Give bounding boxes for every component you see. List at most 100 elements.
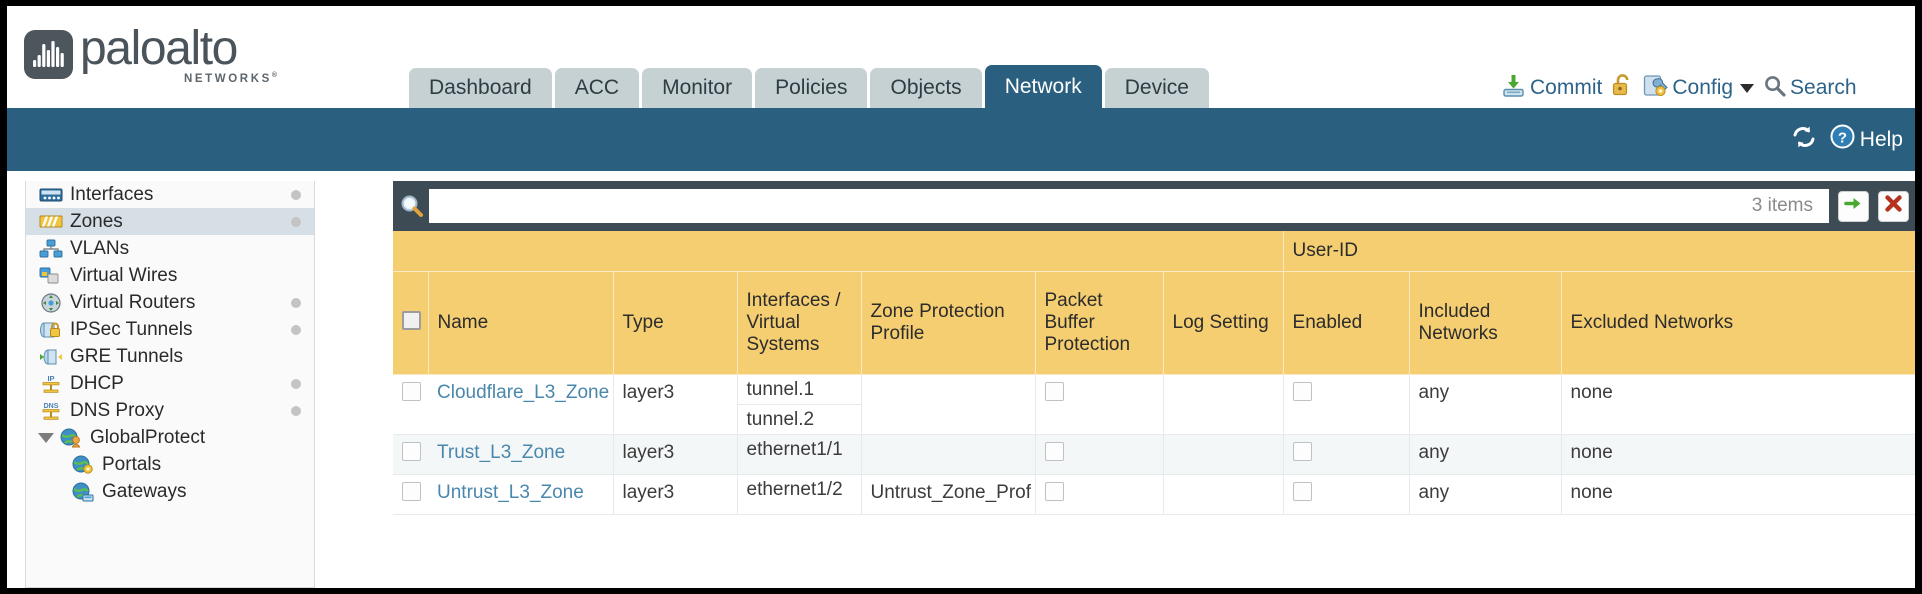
cell-log-setting [1163, 434, 1284, 475]
sidebar-item-label: Interfaces [70, 183, 154, 205]
help-label: Help [1859, 127, 1903, 151]
zones-icon [38, 211, 64, 233]
interface-list: tunnel.1 tunnel.2 [737, 375, 861, 434]
zone-name-link[interactable]: Trust_L3_Zone [437, 442, 566, 463]
commit-label: Commit [1530, 76, 1603, 99]
app-window: paloalto NETWORKS® Dashboard ACC Monitor… [7, 6, 1915, 588]
column-header-packet-buffer-protection[interactable]: Packet Buffer Protection [1035, 271, 1164, 375]
cell-userid-enabled [1283, 374, 1410, 435]
column-header-zone-protection-profile[interactable]: Zone Protection Profile [861, 271, 1036, 375]
brand-logo: paloalto NETWORKS® [24, 23, 277, 86]
tab-objects[interactable]: Objects [870, 68, 982, 108]
table-row[interactable]: Untrust_L3_Zone layer3 ethernet1/2 Untru… [393, 474, 1915, 515]
cell-packet-buffer-protection [1035, 474, 1164, 515]
packet-buffer-protection-checkbox[interactable] [1044, 482, 1064, 501]
green-arrow-icon [1843, 193, 1864, 219]
apply-filter-button[interactable] [1838, 190, 1869, 222]
sidebar-item-globalprotect[interactable]: GlobalProtect [26, 424, 314, 451]
top-actions: Commit [1501, 68, 1857, 108]
userid-enabled-checkbox[interactable] [1292, 482, 1312, 501]
status-dot [291, 189, 301, 200]
status-dot [291, 297, 301, 308]
sidebar-item-dns-proxy[interactable]: DNS DNS Proxy [26, 397, 314, 424]
cell-interfaces: ethernet1/2 [737, 474, 862, 515]
column-header-log-setting[interactable]: Log Setting [1163, 271, 1284, 375]
sidebar-item-label: Portals [102, 453, 162, 475]
lock-button[interactable] [1611, 73, 1634, 104]
sidebar-item-zones[interactable]: Zones [26, 208, 314, 235]
column-header-interfaces[interactable]: Interfaces / Virtual Systems [737, 271, 862, 375]
config-button[interactable]: Config [1643, 73, 1755, 104]
toolbar-right: ? Help [1791, 124, 1903, 155]
cell-zone-protection-profile: Untrust_Zone_Prof [861, 474, 1036, 515]
search-input[interactable]: 3 items [429, 189, 1829, 223]
virtual-routers-icon [38, 292, 64, 314]
top-bar: paloalto NETWORKS® Dashboard ACC Monitor… [7, 6, 1915, 108]
table-row[interactable]: Trust_L3_Zone layer3 ethernet1/1 [393, 434, 1915, 475]
sidebar-item-virtual-routers[interactable]: Virtual Routers [26, 289, 314, 316]
packet-buffer-protection-checkbox[interactable] [1044, 382, 1064, 401]
select-all-checkbox[interactable] [402, 310, 421, 330]
expand-triangle-icon[interactable] [38, 432, 54, 443]
row-select-cell [393, 474, 428, 515]
cell-userid-enabled [1283, 474, 1410, 515]
column-header-enabled[interactable]: Enabled [1283, 271, 1410, 375]
cell-log-setting [1163, 474, 1284, 515]
zones-table-wrapper: User-ID Name Type Interfaces / Virtual S… [393, 231, 1915, 588]
zone-name-link[interactable]: Cloudflare_L3_Zone [437, 382, 610, 403]
cell-excluded-networks: none [1561, 374, 1915, 435]
content-panel: 3 items [393, 181, 1915, 588]
tab-monitor[interactable]: Monitor [642, 68, 753, 108]
clear-filter-button[interactable] [1878, 190, 1909, 222]
dns-proxy-icon: DNS [38, 400, 64, 422]
sidebar-item-gre-tunnels[interactable]: GRE Tunnels [26, 343, 314, 370]
dhcp-icon: IP [38, 373, 64, 395]
zones-table: User-ID Name Type Interfaces / Virtual S… [393, 231, 1915, 515]
sidebar-item-portals[interactable]: Portals [26, 451, 314, 478]
cell-zone-protection-profile [861, 434, 1036, 475]
sidebar-item-interfaces[interactable]: Interfaces [26, 181, 314, 208]
tab-device[interactable]: Device [1104, 68, 1209, 108]
tab-dashboard[interactable]: Dashboard [409, 68, 552, 108]
commit-download-icon [1501, 73, 1526, 104]
cell-name: Cloudflare_L3_Zone [428, 374, 614, 435]
userid-enabled-checkbox[interactable] [1292, 382, 1312, 401]
sidebar-item-ipsec-tunnels[interactable]: IPSec Tunnels [26, 316, 314, 343]
table-group-header-row: User-ID [393, 231, 1915, 272]
table-row[interactable]: Cloudflare_L3_Zone layer3 tunnel.1 tunne… [393, 374, 1915, 435]
refresh-button[interactable] [1791, 125, 1817, 155]
userid-enabled-checkbox[interactable] [1292, 442, 1312, 461]
sidebar-item-virtual-wires[interactable]: Virtual Wires [26, 262, 314, 289]
cell-included-networks: any [1409, 474, 1562, 515]
red-x-icon [1883, 193, 1904, 219]
lock-open-icon [1611, 73, 1634, 104]
help-button[interactable]: ? Help [1830, 124, 1903, 155]
zone-name-link[interactable]: Untrust_L3_Zone [437, 482, 584, 503]
interface-list: ethernet1/1 [747, 435, 852, 464]
search-label: Search [1790, 76, 1857, 99]
row-checkbox[interactable] [402, 482, 421, 501]
packet-buffer-protection-checkbox[interactable] [1044, 442, 1064, 461]
sidebar-item-label: Virtual Wires [70, 264, 178, 286]
sidebar-item-vlans[interactable]: VLANs [26, 235, 314, 262]
commit-button[interactable]: Commit [1501, 73, 1602, 104]
config-wrench-icon [1643, 73, 1669, 104]
tab-network[interactable]: Network [984, 65, 1102, 108]
sidebar-item-gateways[interactable]: Gateways [26, 478, 314, 505]
row-checkbox[interactable] [402, 382, 421, 401]
tab-acc[interactable]: ACC [554, 68, 640, 108]
column-header-excluded-networks[interactable]: Excluded Networks [1561, 271, 1915, 375]
cell-name: Untrust_L3_Zone [428, 474, 614, 515]
search-magnifier-icon [1763, 74, 1786, 103]
column-header-included-networks[interactable]: Included Networks [1409, 271, 1562, 375]
column-header-name[interactable]: Name [428, 271, 614, 375]
search-button[interactable]: Search [1763, 74, 1857, 103]
column-header-type[interactable]: Type [613, 271, 738, 375]
sidebar-item-dhcp[interactable]: IP DHCP [26, 370, 314, 397]
chevron-down-icon[interactable] [1740, 83, 1755, 93]
cell-type: layer3 [613, 474, 738, 515]
row-checkbox[interactable] [402, 442, 421, 461]
svg-text:DNS: DNS [44, 403, 59, 410]
status-dot [291, 216, 301, 227]
tab-policies[interactable]: Policies [755, 68, 868, 108]
